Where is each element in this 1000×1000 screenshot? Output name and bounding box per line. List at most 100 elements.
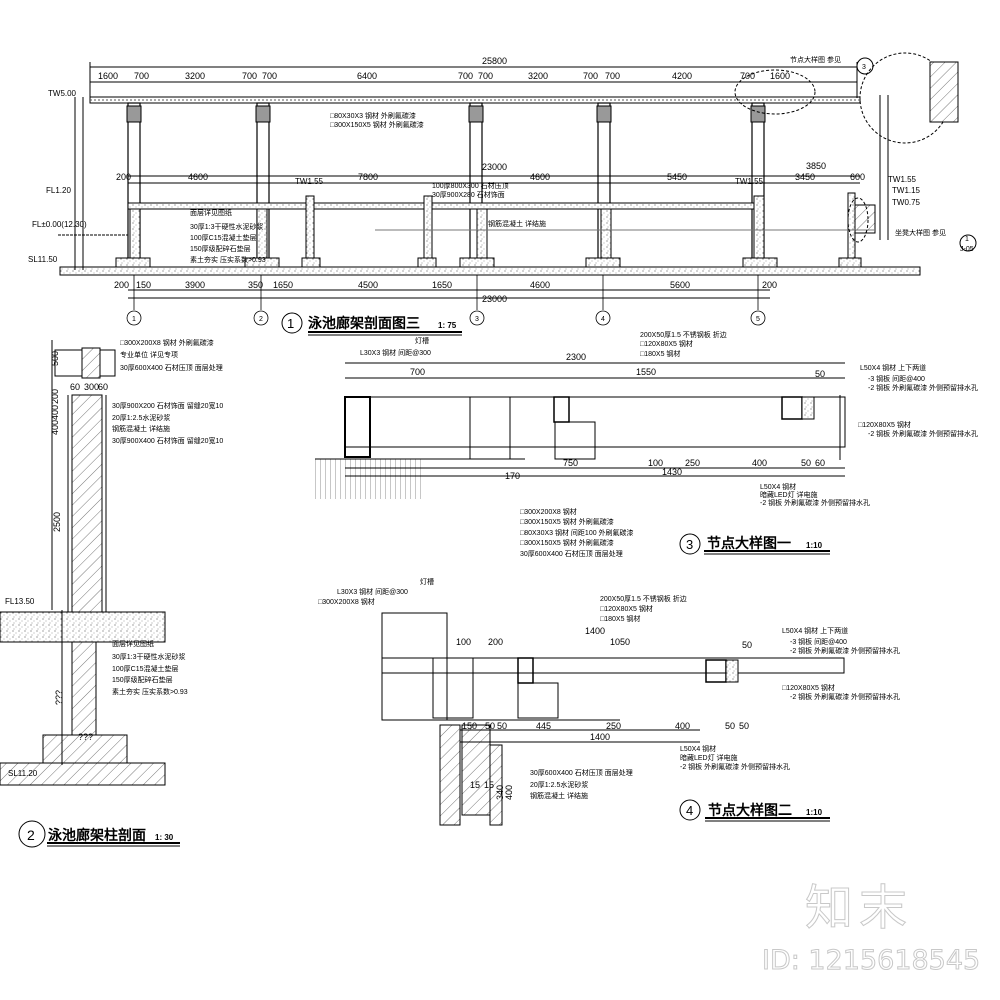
callout: 30厚900X280 石材饰面 (432, 190, 505, 199)
dim: 400 (504, 785, 514, 800)
section-3-callouts: 灯槽 L30X3 钢材 间距@300 200X50厚1.5 不锈钢板 折边 □1… (360, 330, 978, 558)
dim: 200 (116, 172, 131, 182)
callout: -3 钢板 间距@400 (868, 374, 925, 383)
callout: 20厚1:2.5水泥砂浆 (112, 413, 170, 422)
dim: 700 (242, 71, 257, 81)
section-4-number: 4 (686, 803, 693, 818)
axis-label: 3 (475, 316, 479, 323)
callout: 30厚600X400 石材压顶 面层处理 (520, 549, 623, 558)
callout: -2 钢板 外刷氟碳漆 外侧预留排水孔 (790, 692, 900, 701)
dim: 100 (648, 458, 663, 468)
dim: 2500 (52, 512, 62, 532)
section-4-title: 节点大样图二 (708, 802, 792, 818)
dim: 300 (84, 382, 99, 392)
callout: -2 钢板 外刷氟碳漆 外侧预留排水孔 (760, 498, 870, 507)
section-3-title: 节点大样图一 (707, 535, 791, 551)
dim: 3900 (185, 280, 205, 290)
callout: 30厚600X400 石材压顶 面层处理 (530, 768, 633, 777)
dim: 250 (606, 721, 621, 731)
dim: 1650 (432, 280, 452, 290)
callout: L30X3 钢材 间距@300 (337, 587, 408, 596)
level-fl0: FL±0.00(12.30) (32, 220, 87, 229)
callout: 暗藏LED灯 详电施 (680, 753, 738, 762)
dim: 50 (739, 721, 749, 731)
callout: 钢筋混凝土 详结施 (530, 791, 588, 800)
callout: □120X80X5 钢材 (858, 420, 911, 429)
callout: 30厚900X400 石材饰面 留缝20宽10 (112, 436, 223, 445)
dim: 4600 (188, 172, 208, 182)
section-3-detail (315, 362, 846, 555)
section-4-detail (381, 612, 845, 826)
dim: 700 (605, 71, 620, 81)
dim: 3200 (185, 71, 205, 81)
dim: 150 (462, 721, 477, 731)
dim: 600 (850, 172, 865, 182)
level-tw-wall2: TW1.55 (735, 177, 764, 186)
level-tw-top: TW5.00 (48, 89, 77, 98)
section-2-dims: 500 400 200 400 2500 ??? 60 300 60 ??? (50, 351, 108, 742)
ref-detail-right: 坐凳大样图 参见 (895, 228, 946, 237)
section-2-scale: 1: 30 (155, 833, 174, 842)
section-3-dims: 2300 700 1550 170 750 100 1430 250 400 5… (410, 352, 825, 481)
layer: 30厚1:3干硬性水泥砂浆 (112, 652, 186, 661)
watermark-brand: 知末 (804, 880, 914, 937)
callout: 钢筋混凝土 详结施 (488, 219, 546, 228)
dim: 1600 (770, 71, 790, 81)
dim: ??? (78, 732, 93, 742)
dim: 15 (470, 780, 480, 790)
callout: -2 钢板 外刷氟碳漆 外侧预留排水孔 (868, 383, 978, 392)
dim: 6400 (357, 71, 377, 81)
callout: -2 钢板 外刷氟碳漆 外侧预留排水孔 (790, 646, 900, 655)
callout: L50X4 钢材 上下两道 (782, 626, 848, 635)
dim: 60 (98, 382, 108, 392)
callout: □300X200X8 钢材 (318, 597, 375, 606)
dim: 2300 (566, 352, 586, 362)
callout: L30X3 钢材 间距@300 (360, 348, 431, 357)
callout: -3 钢板 间距@400 (790, 637, 847, 646)
callout: □300X200X8 钢材 (520, 507, 577, 516)
dim: 200 (50, 389, 60, 404)
dim: 15 (484, 780, 494, 790)
dim: 3200 (528, 71, 548, 81)
dim: 100 (456, 637, 471, 647)
dim: 4600 (530, 172, 550, 182)
dim: 700 (478, 71, 493, 81)
level-sl: SL11.20 (8, 769, 38, 778)
callout: 100厚800X300 石材压顶 (432, 181, 509, 190)
dim: 1550 (636, 367, 656, 377)
dim: 4600 (530, 280, 550, 290)
callout: 20厚1:2.5水泥砂浆 (530, 780, 588, 789)
section-4-scale: 1:10 (806, 808, 823, 817)
callout: □180X5 钢材 (640, 349, 680, 358)
axis-label: 2 (259, 316, 263, 323)
dim: 50 (742, 640, 752, 650)
dim-total-top: 25800 (482, 56, 507, 66)
callout: 200X50厚1.5 不锈钢板 折边 (600, 594, 687, 603)
section-1-elevation (58, 52, 977, 336)
ref-num: 3 (862, 64, 866, 71)
layer: 150厚级配碎石垫层 (190, 244, 251, 253)
section-2-column (0, 340, 180, 848)
dim: 1430 (662, 467, 682, 477)
dim: 400 (50, 420, 60, 435)
section-4-callouts: 灯槽 L30X3 钢材 间距@300 □300X200X8 钢材 200X50厚… (318, 577, 900, 800)
dim: 700 (583, 71, 598, 81)
layer: 素土夯实 压实系数>0.93 (112, 687, 188, 696)
axis-label: 1 (132, 316, 136, 323)
callout: 30厚900X200 石材饰面 留缝20宽10 (112, 401, 223, 410)
dim: 400 (675, 721, 690, 731)
dim: 60 (815, 458, 825, 468)
callout: □120X80X5 钢材 (640, 339, 693, 348)
dim: 3850 (806, 161, 826, 171)
level-tw-wall: TW1.55 (295, 177, 324, 186)
callout: □120X80X5 钢材 (600, 604, 653, 613)
section-4-dims: 1400 100 200 1050 150 50 50 445 250 400 … (456, 626, 752, 800)
callout: □180X5 钢材 (600, 614, 640, 623)
dim: 50 (485, 721, 495, 731)
dim: 170 (505, 471, 520, 481)
callout: □300X150X5 钢材 外刷氟碳漆 (520, 517, 614, 526)
dim: 445 (536, 721, 551, 731)
dim: 700 (458, 71, 473, 81)
section-3-scale: 1:10 (806, 541, 823, 550)
